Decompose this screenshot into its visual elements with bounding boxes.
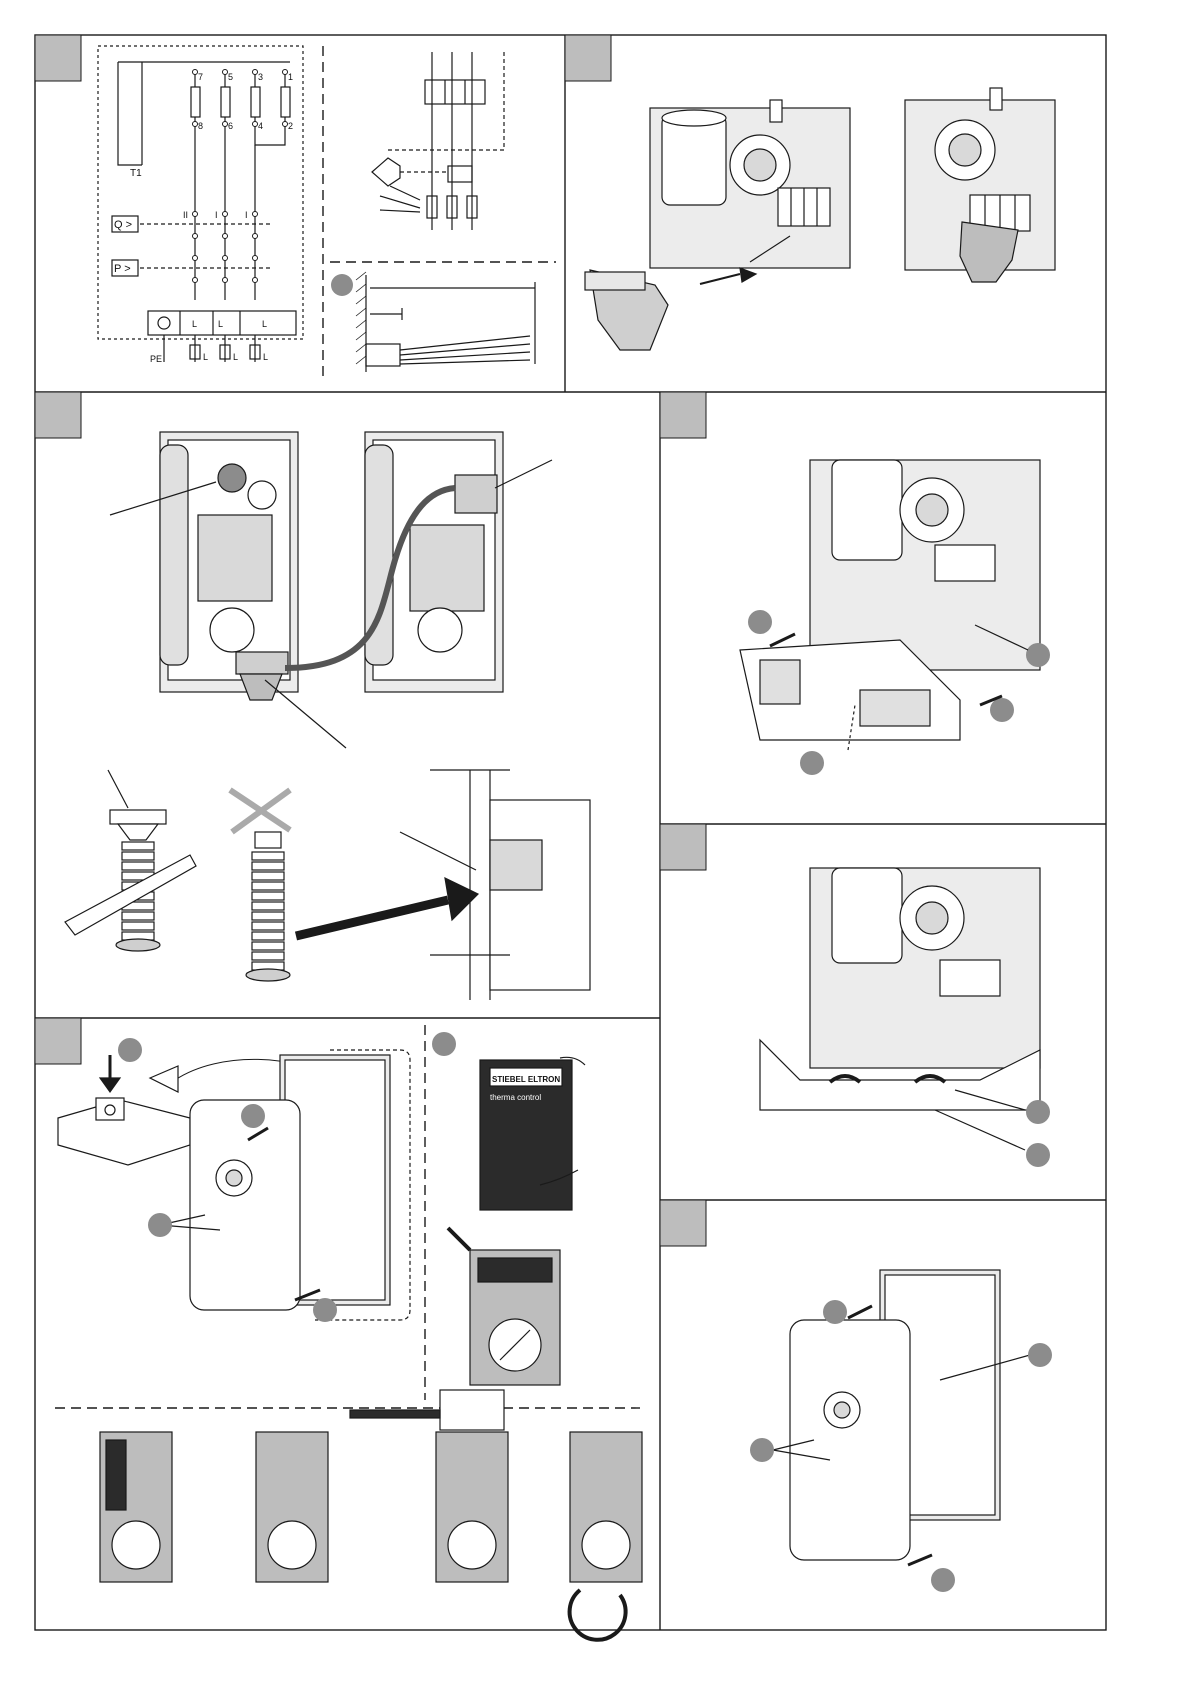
- marker-rear-push-left: [748, 610, 772, 634]
- line-label-3: L: [263, 352, 268, 362]
- block-label-1: L: [192, 319, 197, 329]
- rear-panel-step-markers: [748, 610, 1050, 775]
- marker-rear-gland: [1026, 643, 1050, 667]
- marker-clip-lower: [1026, 1143, 1050, 1167]
- marker-control-panel: [432, 1032, 456, 1056]
- marker-close-top: [823, 1300, 847, 1324]
- strip-length-marker: [331, 274, 353, 296]
- terminal-label-8: 8: [198, 121, 203, 131]
- marker-clip-upper: [1026, 1100, 1050, 1124]
- terminal-label-2: 2: [288, 121, 293, 131]
- marker-rear-screw: [800, 751, 824, 775]
- phase-mark-1: II: [183, 210, 188, 220]
- appliance-connection-illustration: [584, 87, 1056, 351]
- heater-elements: [190, 86, 291, 118]
- panel1-dividers: [322, 46, 556, 382]
- bottom-step-sequence: [99, 1389, 643, 1642]
- control-panel-product: therma control: [490, 1093, 541, 1102]
- phase-mark-3: I: [245, 210, 248, 220]
- step-tab-schematic: [34, 34, 82, 82]
- marker-cover-bottom: [313, 1298, 337, 1322]
- schematic-terminal-nodes: [192, 69, 288, 283]
- thermostat-label: T1: [130, 168, 142, 179]
- step-tab-clips: [659, 823, 707, 871]
- terminal-label-1: 1: [288, 72, 293, 82]
- step-tab-cover-mount: [34, 1017, 82, 1065]
- terminal-label-6: 6: [228, 121, 233, 131]
- earth-label: PE: [150, 354, 162, 364]
- terminal-label-5: 5: [228, 72, 233, 82]
- supply-connection-detail: [371, 52, 505, 230]
- step-tab-connection: [564, 34, 612, 82]
- strip-length-detail: [355, 271, 536, 372]
- terminal-label-7: 7: [198, 72, 203, 82]
- line-label-1: L: [203, 352, 208, 362]
- terminal-label-3: 3: [258, 72, 263, 82]
- rear-panel-illustration: [739, 459, 1041, 751]
- cover-mount-illustration: [57, 1049, 411, 1321]
- flow-switch-label: Q >: [114, 219, 132, 231]
- step-tab-cable-entry: [34, 391, 82, 439]
- marker-close-bottom: [931, 1568, 955, 1592]
- marker-cover-top: [241, 1104, 265, 1128]
- marker-cover-rail: [118, 1038, 142, 1062]
- block-label-2: L: [218, 319, 223, 329]
- marker-close-screws: [750, 1438, 774, 1462]
- control-panel-card: [479, 1056, 586, 1211]
- marker-close-switch: [1028, 1343, 1052, 1367]
- block-label-3: L: [262, 319, 267, 329]
- terminal-label-4: 4: [258, 121, 263, 131]
- marker-rear-push-right: [990, 698, 1014, 722]
- cable-entry-illustration: [64, 431, 591, 1000]
- step-tabs: [34, 34, 707, 1247]
- step-tab-cover-close: [659, 1199, 707, 1247]
- panel6-dividers: [55, 1025, 640, 1409]
- mounting-clips-illustration: [759, 867, 1041, 1151]
- cable-plug-marker: [217, 463, 247, 493]
- step-tab-rear-panel: [659, 391, 707, 439]
- control-panel-brand: STIEBEL ELTRON: [492, 1075, 560, 1084]
- cover-close-step-markers: [750, 1300, 1052, 1592]
- wiring-schematic: [97, 45, 304, 362]
- marker-cover-screws: [148, 1213, 172, 1237]
- rear-panel-arrows: [769, 632, 1003, 707]
- leader-rear-gland: [974, 624, 1029, 651]
- phase-mark-2: I: [215, 210, 218, 220]
- line-label-2: L: [233, 352, 238, 362]
- control-module-insert: [446, 1226, 561, 1386]
- pressure-switch-label: P >: [114, 263, 131, 275]
- cover-close-illustration: [772, 1269, 1031, 1567]
- cover-step-markers: [118, 1038, 337, 1322]
- clip-step-markers: [1026, 1100, 1050, 1167]
